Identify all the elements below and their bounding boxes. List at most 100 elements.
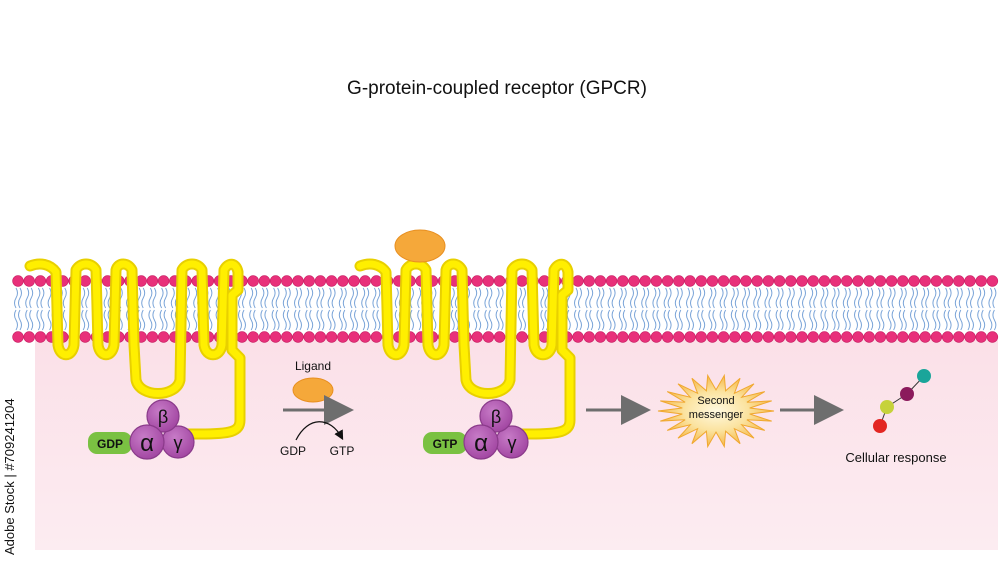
lipid-tail	[47, 309, 52, 331]
lipid-tail	[600, 309, 605, 331]
lipid-tail	[40, 309, 45, 331]
lipid-tail	[742, 287, 746, 309]
lipid-tail	[522, 287, 526, 309]
lipid-tail	[264, 287, 269, 309]
response-dot-yellow	[880, 400, 894, 414]
lipid-tail	[305, 287, 310, 309]
phospholipid-head	[359, 275, 371, 287]
phospholipid-head	[773, 331, 786, 343]
response-dot-purple	[900, 387, 914, 401]
phospholipid-head	[617, 275, 629, 287]
lipid-tail	[723, 309, 728, 331]
phospholipid-head	[269, 275, 282, 287]
lipid-tail	[701, 287, 706, 309]
lipid-tail	[846, 309, 851, 331]
phospholipid-head	[740, 275, 752, 287]
lipid-tail	[846, 287, 851, 309]
phospholipid-head	[919, 331, 931, 343]
lipid-tail	[902, 287, 907, 309]
lipid-tail	[495, 309, 500, 331]
lipid-tail	[361, 309, 366, 331]
lipid-tail	[249, 309, 254, 331]
lipid-tail	[869, 287, 874, 309]
lipid-tail	[62, 309, 67, 331]
lipid-tail	[578, 309, 582, 331]
lipid-tail	[712, 309, 717, 331]
lipid-tail	[350, 309, 354, 331]
lipid-tail	[540, 309, 545, 331]
lipid-tail	[282, 287, 287, 309]
lipid-tail	[260, 287, 265, 309]
phospholipid-head	[986, 331, 999, 343]
lipid-tail	[775, 309, 780, 331]
lipid-tail	[809, 287, 814, 309]
lipid-tail	[473, 287, 478, 309]
lipid-tail	[943, 287, 948, 309]
lipid-tail	[708, 287, 713, 309]
lipid-tail	[813, 309, 818, 331]
gpcr-receptor-active	[354, 258, 576, 440]
diagram-title: G-protein-coupled receptor (GPCR)	[347, 78, 647, 99]
lipid-tail	[921, 309, 926, 331]
lipid-tail	[286, 287, 291, 309]
phospholipid-head	[314, 331, 327, 343]
g-protein-inactive: GDP β α γ	[88, 399, 195, 460]
phospholipid-head	[729, 331, 741, 343]
lipid-tail	[858, 287, 862, 309]
lipid-tail	[645, 309, 650, 331]
gdp-gtp-exchange-arrow	[295, 421, 344, 441]
phospholipid-head	[258, 331, 271, 343]
phospholipid-head	[852, 275, 864, 287]
lipid-tail	[361, 287, 366, 309]
phospholipid-head	[717, 331, 730, 343]
phospholipid-head	[146, 331, 159, 343]
phospholipid-head	[370, 275, 383, 287]
phospholipid-head	[337, 331, 349, 343]
phospholipid-head	[12, 331, 24, 343]
lipid-tail	[62, 287, 67, 309]
phospholipid-head	[572, 331, 584, 343]
phospholipid-head	[751, 275, 763, 287]
lipid-tail	[869, 309, 874, 331]
second-messenger-line2: messenger	[689, 409, 744, 421]
phospholipid-head	[34, 331, 47, 343]
lipid-tail	[977, 287, 982, 309]
lipid-tail	[103, 309, 108, 331]
lipid-tail	[327, 287, 332, 309]
phospholipid-head	[471, 275, 483, 287]
lipid-tail	[585, 309, 590, 331]
lipid-tail	[25, 309, 30, 331]
lipid-tail	[719, 287, 724, 309]
second-messenger-line1: Second	[697, 395, 734, 407]
lipid-tail	[327, 309, 332, 331]
phospholipid-head	[897, 331, 909, 343]
lipid-tail	[477, 287, 482, 309]
lipid-tail	[484, 309, 489, 331]
phospholipid-head	[628, 275, 640, 287]
phospholipid-head	[684, 331, 696, 343]
lipid-tail	[970, 309, 974, 331]
lipid-tail	[338, 287, 343, 309]
lipid-tail	[943, 309, 948, 331]
lipid-tail	[410, 287, 414, 309]
phospholipid-head	[986, 275, 999, 287]
phospholipid-head	[337, 275, 349, 287]
lipid-tail	[820, 309, 825, 331]
lipid-tail	[242, 309, 246, 331]
phospholipid-head	[852, 331, 864, 343]
g-protein-active: GTP β α γ	[423, 399, 529, 460]
lipid-tail	[641, 287, 646, 309]
lipid-tail	[854, 287, 858, 309]
phospholipid-head	[482, 331, 495, 343]
lipid-tail	[260, 309, 265, 331]
lipid-tail	[723, 287, 728, 309]
lipid-tail	[148, 287, 153, 309]
phospholipid-head	[325, 275, 338, 287]
lipid-tail	[954, 287, 959, 309]
lipid-tail	[746, 287, 750, 309]
phospholipid-head	[673, 331, 685, 343]
lipid-tail	[936, 309, 941, 331]
phospholipid-head	[79, 331, 91, 343]
lipid-tail	[753, 309, 758, 331]
lipid-tail	[85, 309, 90, 331]
